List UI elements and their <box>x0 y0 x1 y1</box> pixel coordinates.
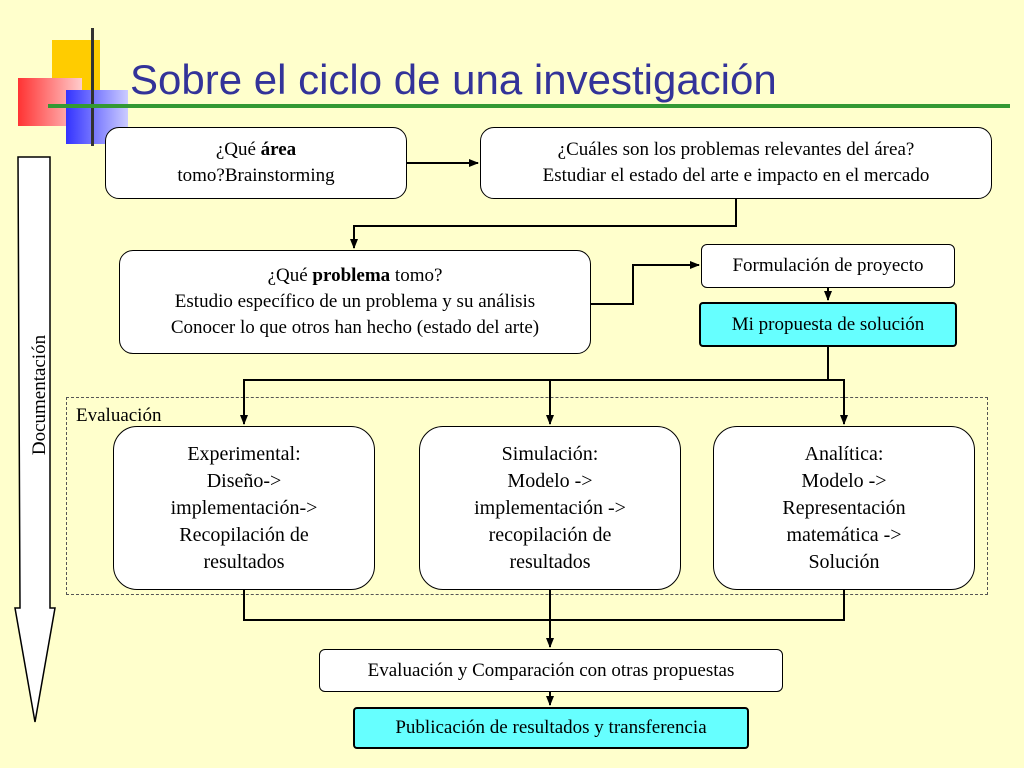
slide-title: Sobre el ciclo de una investigación <box>130 56 777 103</box>
formulation-box: Formulación de proyecto <box>701 244 955 288</box>
simulation-line: implementación -> <box>474 496 626 519</box>
proposal-text: Mi propuesta de solución <box>731 313 925 335</box>
problem-question-prefix: ¿Qué <box>267 265 313 286</box>
problem-box: ¿Qué problema tomo? Estudio específico d… <box>119 250 591 354</box>
comparison-box: Evaluación y Comparación con otras propu… <box>319 649 783 692</box>
relevant-problems-box: ¿Cuáles son los problemas relevantes del… <box>480 127 992 199</box>
area-line-2: tomo?Brainstorming <box>177 165 335 186</box>
deco-title-underline <box>48 104 1010 108</box>
simulation-line: Simulación: <box>501 442 599 465</box>
experimental-line: resultados <box>203 550 285 573</box>
analytic-line: Analítica: <box>804 442 884 465</box>
area-question-prefix: ¿Qué <box>215 139 261 160</box>
analytic-line: Solución <box>808 550 880 573</box>
deco-vertical-line <box>91 28 94 146</box>
documentation-arrow <box>14 156 56 723</box>
area-keyword: área <box>260 139 297 160</box>
analytic-line: Representación <box>782 496 906 519</box>
relevant-problems-line-1: ¿Cuáles son los problemas relevantes del… <box>557 139 915 160</box>
experimental-line: implementación-> <box>170 496 318 519</box>
relevant-problems-line-2: Estudiar el estado del arte e impacto en… <box>542 165 930 186</box>
simulation-line: Modelo -> <box>507 469 593 492</box>
analytic-line: Modelo -> <box>801 469 887 492</box>
comparison-text: Evaluación y Comparación con otras propu… <box>367 659 735 681</box>
problem-line-2: Estudio específico de un problema y su a… <box>174 291 536 312</box>
experimental-line: Experimental: <box>187 442 301 465</box>
formulation-text: Formulación de proyecto <box>732 255 924 276</box>
simulation-line: resultados <box>509 550 591 573</box>
experimental-line: Diseño-> <box>206 469 282 492</box>
publication-text: Publicación de resultados y transferenci… <box>395 717 707 738</box>
experimental-line: Recopilación de <box>179 523 309 546</box>
evaluation-region-label: Evaluación <box>76 405 162 426</box>
area-box: ¿Qué área tomo?Brainstorming <box>105 127 407 199</box>
problem-question-suffix: tomo? <box>390 265 443 286</box>
simulation-line: recopilación de <box>488 523 612 546</box>
problem-keyword: problema <box>312 265 391 286</box>
evaluation-region <box>66 397 988 595</box>
documentation-label: Documentación <box>29 334 50 456</box>
proposal-box: Mi propuesta de solución <box>699 302 957 347</box>
problem-line-3: Conocer lo que otros han hecho (estado d… <box>170 317 540 338</box>
experimental-box: Experimental: Diseño-> implementación-> … <box>113 426 375 590</box>
publication-box: Publicación de resultados y transferenci… <box>353 707 749 749</box>
analytic-box: Analítica: Modelo -> Representación mate… <box>713 426 975 590</box>
analytic-line: matemática -> <box>786 523 902 546</box>
simulation-box: Simulación: Modelo -> implementación -> … <box>419 426 681 590</box>
